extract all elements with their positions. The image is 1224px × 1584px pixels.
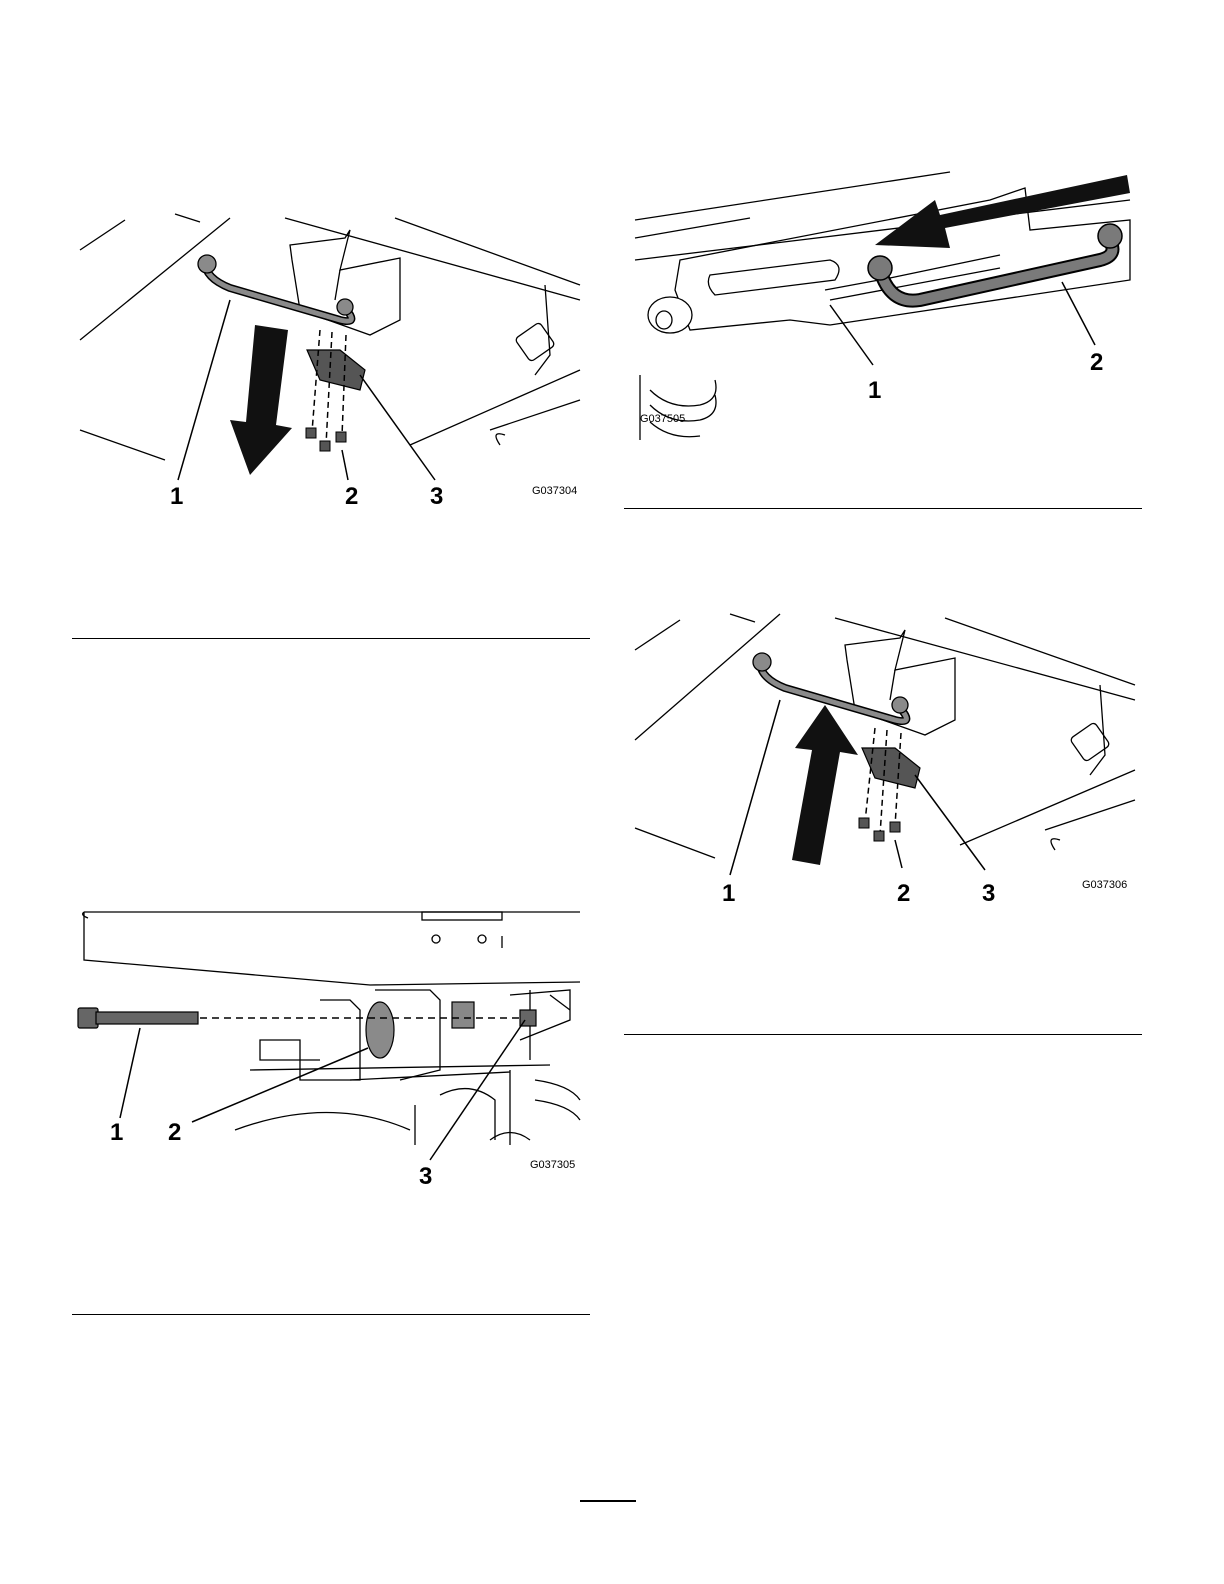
figure-id: G037304 — [532, 485, 577, 497]
callout-1: 1 — [868, 377, 881, 404]
figure-3-divider — [72, 1314, 590, 1315]
figure-1-divider — [72, 638, 590, 639]
figure-id: G037505 — [640, 413, 685, 425]
callout-3: 3 — [982, 880, 995, 907]
callout-3: 3 — [419, 1163, 432, 1190]
figure-2-divider — [624, 508, 1142, 509]
callout-2: 2 — [345, 483, 358, 510]
left-arrow-icon — [875, 175, 1130, 248]
figure-3-illustration: 1 2 3 G037305 — [70, 900, 590, 1200]
page-number-rule — [580, 1500, 636, 1502]
callout-2: 2 — [168, 1119, 181, 1146]
figure-1-illustration: 1 2 3 G037304 — [70, 200, 590, 520]
figure-4-illustration: 1 2 3 G037306 — [630, 600, 1142, 920]
callout-3: 3 — [430, 483, 443, 510]
up-arrow-icon — [792, 705, 858, 865]
callout-1: 1 — [722, 880, 735, 907]
down-arrow-icon — [230, 325, 292, 475]
callout-1: 1 — [170, 483, 183, 510]
figure-1: 1 2 3 G037304 — [70, 200, 590, 520]
figure-2-illustration: 1 2 G037505 — [630, 160, 1142, 440]
figure-2: 1 2 G037505 — [630, 160, 1142, 440]
figure-3: 1 2 3 G037305 — [70, 900, 590, 1200]
callout-1: 1 — [110, 1119, 123, 1146]
callout-2: 2 — [1090, 349, 1103, 376]
figure-id: G037305 — [530, 1159, 575, 1171]
callout-2: 2 — [897, 880, 910, 907]
figure-4-divider — [624, 1034, 1142, 1035]
figure-4: 1 2 3 G037306 — [630, 600, 1142, 920]
figure-id: G037306 — [1082, 879, 1127, 891]
